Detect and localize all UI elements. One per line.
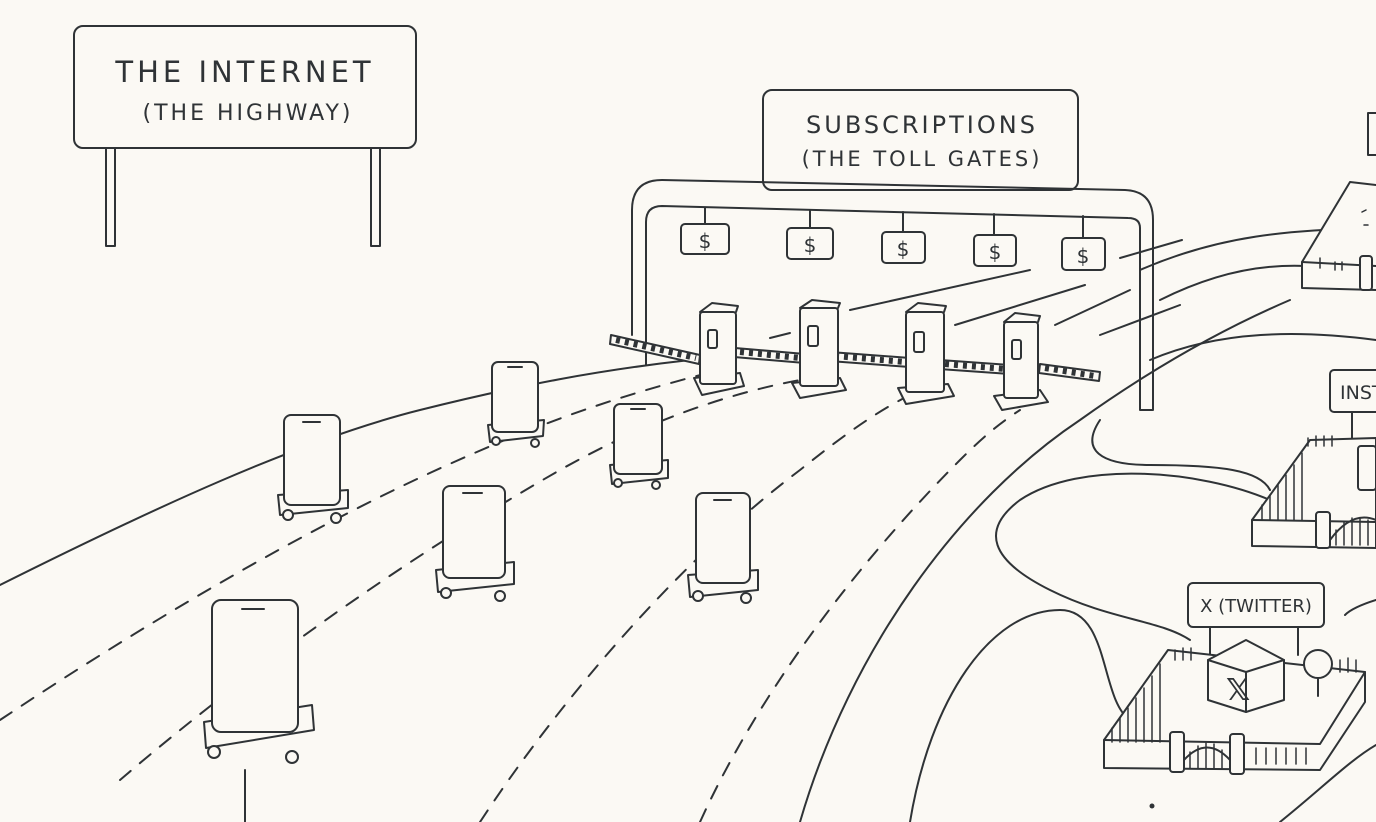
phone-vehicle: [277, 414, 349, 524]
toll-booth: [693, 302, 745, 396]
subscriptions-sign-title: SUBSCRIPTIONS: [806, 111, 1038, 139]
internet-sign-subtitle: (THE HIGHWAY): [143, 101, 354, 126]
x-twitter-label: X (TWITTER): [1200, 596, 1312, 617]
phone-vehicle: [687, 492, 759, 604]
toll-booths: [693, 299, 1049, 411]
phone-vehicle: [435, 485, 515, 602]
tree-icon: [1303, 649, 1333, 679]
svg-text:$: $: [897, 237, 910, 261]
phone-vehicle: [609, 403, 669, 490]
toll-booth: [993, 312, 1049, 411]
internet-sign-title: THE INTERNET: [114, 55, 374, 89]
toll-gantry: SUBSCRIPTIONS (THE TOLL GATES) $ $ $ $ $: [631, 89, 1154, 411]
svg-text:$: $: [989, 240, 1002, 264]
x-logo-icon: 𝕏: [1226, 673, 1250, 708]
phone-vehicle: [203, 599, 315, 764]
instagram-sign: [1329, 369, 1376, 413]
phone-vehicle: [487, 361, 545, 448]
toll-price-sign: $: [680, 207, 730, 255]
toll-booth: [791, 299, 847, 399]
svg-text:$: $: [1077, 244, 1090, 268]
toll-price-sign: $: [786, 209, 834, 260]
subscriptions-sign: [762, 89, 1079, 191]
phone-vehicles: [203, 361, 759, 764]
platform-plot-x: X (TWITTER) 𝕏: [1103, 582, 1366, 775]
toll-price-sign: $: [973, 213, 1017, 267]
toll-price-sign: $: [881, 211, 926, 264]
instagram-label: INST: [1340, 382, 1376, 404]
platform-plot-instagram: INST: [1251, 369, 1376, 549]
internet-sign: THE INTERNET (THE HIGHWAY): [73, 25, 417, 247]
x-twitter-sign: [1187, 582, 1325, 628]
toll-booth: [897, 302, 955, 405]
platform-plot-top: [1301, 112, 1376, 291]
svg-text:$: $: [699, 229, 712, 253]
highway-road: [0, 227, 1376, 822]
toll-price-sign: $: [1061, 215, 1106, 271]
subscriptions-sign-subtitle: (THE TOLL GATES): [802, 147, 1043, 171]
svg-text:$: $: [804, 233, 817, 257]
